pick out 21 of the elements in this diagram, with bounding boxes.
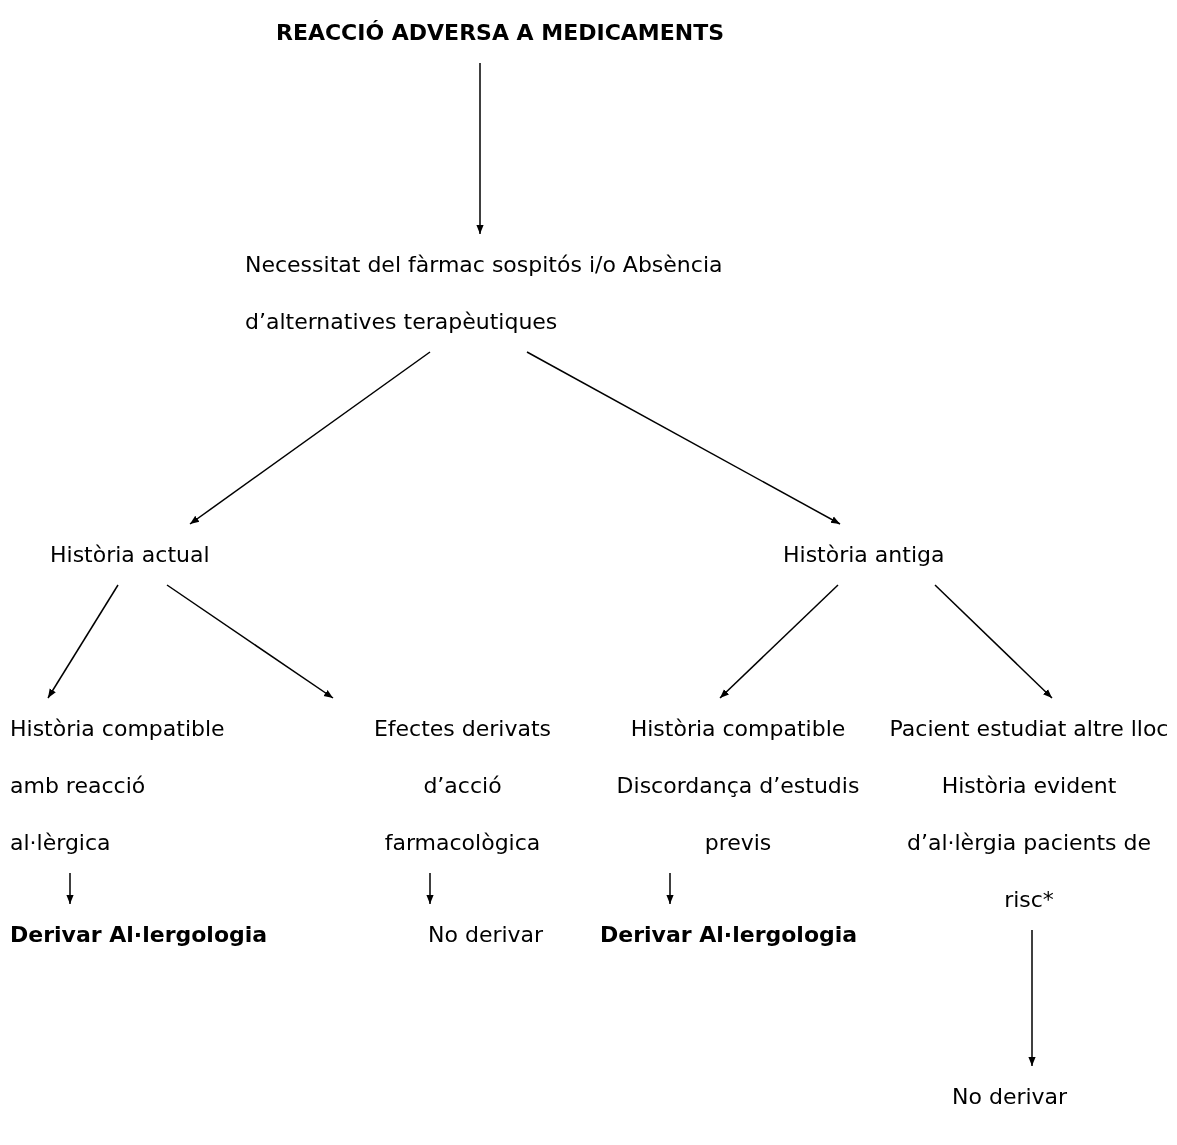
arrow [47,584,119,699]
arrow [189,351,431,525]
arrow [666,872,674,905]
heading-text: REACCIÓ ADVERSA A MEDICAMENTS [180,4,820,61]
criteria-text: Història compatible Discordança d’estudis previs [588,700,888,871]
outcome-text: No derivar [428,906,588,963]
arrow [934,584,1053,699]
outcome-text: No derivar [952,1068,1132,1125]
arrow [426,872,434,905]
arrow [719,584,839,699]
arrow [1028,929,1036,1067]
criteria-text: Efectes derivats d’acció farmacològica [350,700,575,871]
arrow [66,872,74,905]
condition-text: Necessitat del fàrmac sospitós i/o Absència d’alternatives terapèutiques [245,236,825,350]
arrow [166,584,334,699]
outcome-text: Derivar Al·lergologia [10,906,350,963]
criteria-text: Història compatible amb reacció al·lèrgica [10,700,250,871]
branch-text: Història actual [50,526,300,583]
arrow [476,62,484,235]
arrow [526,351,841,525]
branch-text: Història antiga [783,526,1033,583]
